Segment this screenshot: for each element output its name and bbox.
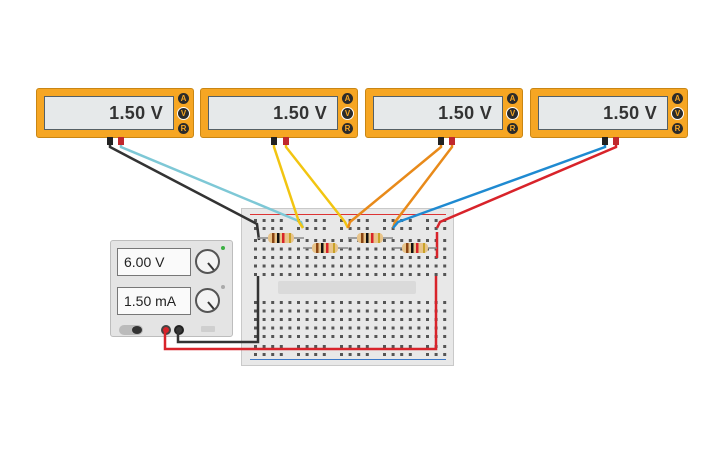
voltmeter-mode-button[interactable]: V — [342, 108, 353, 119]
current-display: 1.50 mA — [117, 287, 191, 315]
voltmeter-mode-button[interactable]: V — [507, 108, 518, 119]
multimeter-reading: 1.50 V — [109, 103, 163, 123]
resistor-3[interactable] — [348, 233, 393, 243]
orange-probe-wire-1[interactable] — [346, 141, 443, 229]
ammeter-mode-button[interactable]: A — [507, 93, 518, 104]
yellow-probe-wire-1[interactable] — [272, 141, 305, 229]
multimeter-display: 1.50 V — [538, 96, 668, 130]
probe-tips — [107, 137, 619, 145]
ohmmeter-mode-button[interactable]: R — [507, 123, 518, 134]
current-knob[interactable] — [195, 288, 220, 313]
multimeter-reading: 1.50 V — [438, 103, 492, 123]
ammeter-mode-button[interactable]: A — [178, 93, 189, 104]
multimeter-display: 1.50 V — [208, 96, 338, 130]
ammeter-mode-button[interactable]: A — [342, 93, 353, 104]
power-switch[interactable] — [119, 325, 143, 335]
power-ground-wire[interactable] — [176, 276, 260, 344]
multimeter-2[interactable]: 1.50 V A V R — [200, 88, 358, 138]
resistor-1[interactable] — [258, 233, 304, 243]
resistor-4[interactable] — [393, 243, 437, 253]
ohmmeter-mode-button[interactable]: R — [342, 123, 353, 134]
multimeter-display: 1.50 V — [44, 96, 174, 130]
multimeter-3[interactable]: 1.50 V A V R — [365, 88, 523, 138]
yellow-probe-wire-2[interactable] — [284, 141, 350, 229]
brand-label — [201, 326, 215, 332]
resistor-2[interactable] — [303, 243, 348, 253]
ohmmeter-mode-button[interactable]: R — [178, 123, 189, 134]
multimeter-reading: 1.50 V — [273, 103, 327, 123]
cc-indicator-light — [221, 285, 225, 289]
multimeter-display: 1.50 V — [373, 96, 503, 130]
bottom-negative-rail — [250, 359, 446, 360]
dc-power-supply[interactable]: 6.00 V 1.50 mA — [110, 240, 233, 337]
voltmeter-mode-button[interactable]: V — [672, 108, 683, 119]
orange-probe-wire-2[interactable] — [391, 141, 454, 229]
current-readout: 1.50 mA — [124, 293, 177, 309]
breadboard-center-channel — [278, 281, 416, 294]
power-positive-wire[interactable] — [163, 276, 438, 351]
voltage-knob[interactable] — [195, 249, 220, 274]
ohmmeter-mode-button[interactable]: R — [672, 123, 683, 134]
voltmeter-mode-button[interactable]: V — [178, 108, 189, 119]
voltage-readout: 6.00 V — [124, 254, 165, 270]
multimeter-1[interactable]: 1.50 V A V R — [36, 88, 194, 138]
multimeter-reading: 1.50 V — [603, 103, 657, 123]
cv-indicator-light — [221, 246, 225, 250]
multimeter-4[interactable]: 1.50 V A V R — [530, 88, 688, 138]
ammeter-mode-button[interactable]: A — [672, 93, 683, 104]
voltage-display: 6.00 V — [117, 248, 191, 276]
top-positive-rail — [250, 214, 446, 215]
black-probe-wire[interactable] — [108, 141, 261, 241]
breadboard-holes — [254, 219, 447, 356]
